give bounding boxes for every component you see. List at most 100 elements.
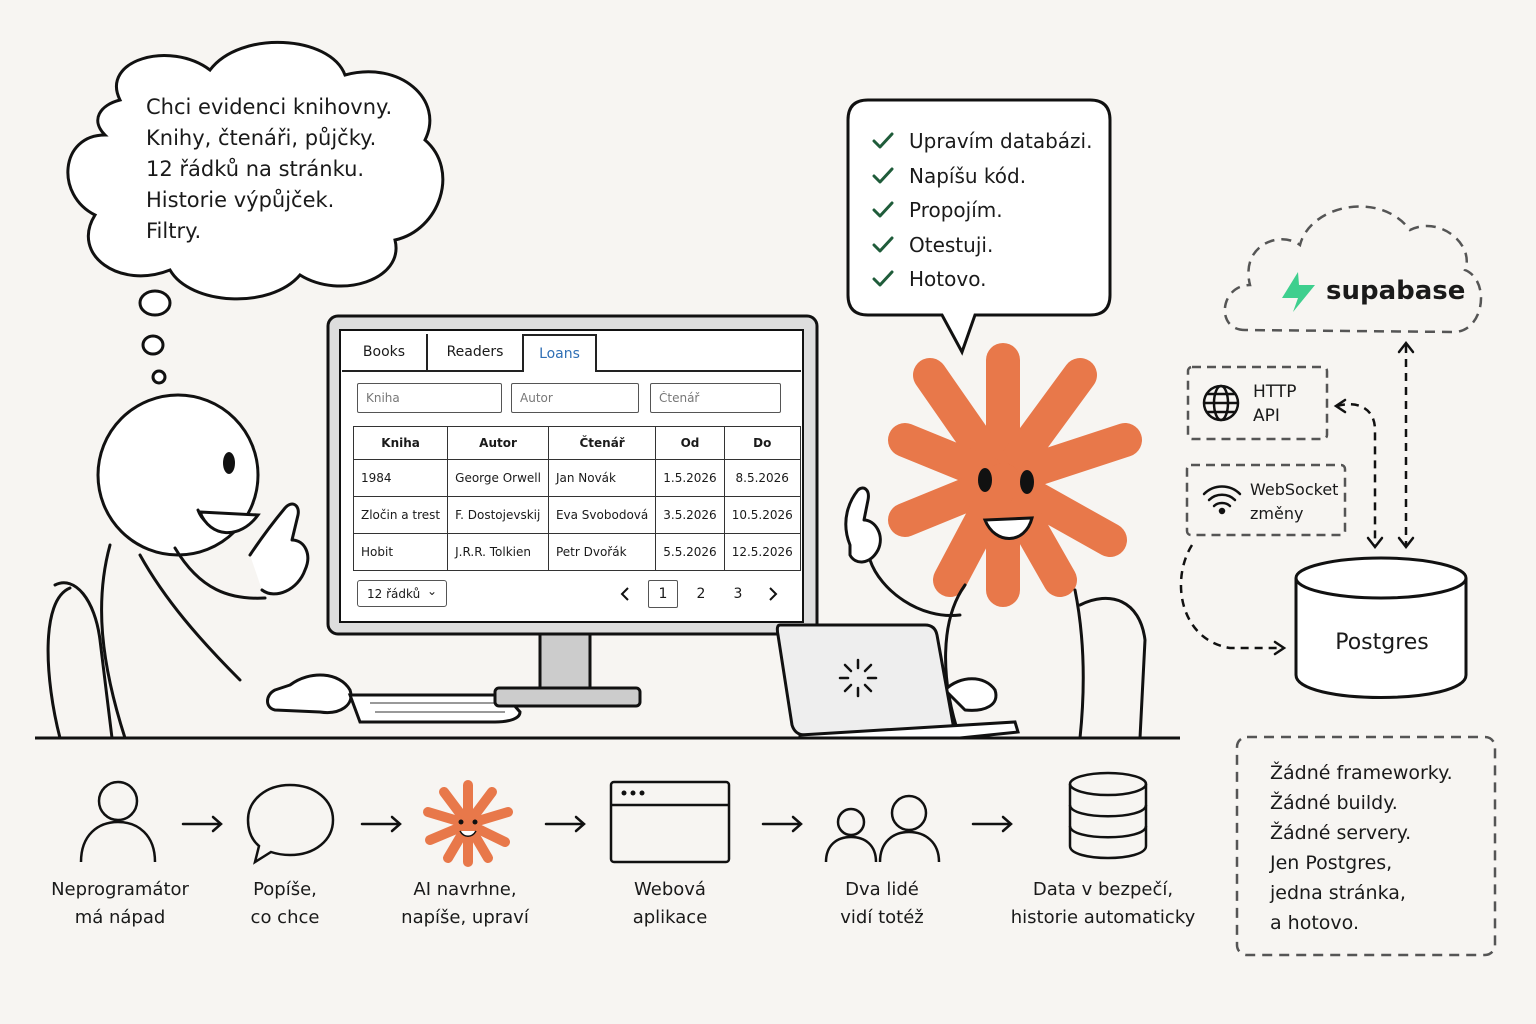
websocket-line: WebSocket <box>1250 480 1339 499</box>
column-header[interactable]: Do <box>723 426 801 460</box>
checklist-item: Otestuji. <box>872 228 1092 263</box>
thought-line: Knihy, čtenáři, půjčky. <box>146 126 377 150</box>
table-header-row: Kniha Autor Čtenář Od Do <box>352 426 801 460</box>
http-api-box <box>1186 365 1329 441</box>
table-cell: 1984 <box>352 459 449 497</box>
chevron-right-icon <box>769 587 778 601</box>
table-cell: 8.5.2026 <box>723 459 801 497</box>
chevron-down-icon: ⌄ <box>426 584 437 598</box>
page-button-1[interactable]: 1 <box>648 580 678 608</box>
browser-window-icon <box>609 780 731 864</box>
table-cell: F. Dostojevskij <box>447 496 549 534</box>
checklist: Upravím databázi. Napíšu kód. Propojím. … <box>872 124 1092 297</box>
laptop <box>775 623 1020 740</box>
person-left <box>46 393 353 740</box>
tab-loans[interactable]: Loans <box>522 334 597 372</box>
checklist-label: Otestuji. <box>909 232 994 257</box>
checklist-item: Napíšu kód. <box>872 159 1092 194</box>
tab-books[interactable]: Books <box>342 334 428 370</box>
page-size-select[interactable]: 12 řádků ⌄ <box>357 580 447 607</box>
http-line: HTTP <box>1253 382 1297 402</box>
postgres-cylinder <box>1294 556 1468 699</box>
filter-reader-input[interactable] <box>650 383 781 413</box>
tab-readers[interactable]: Readers <box>428 334 524 370</box>
checklist-item: Propojím. <box>872 193 1092 228</box>
flow-step-caption: Popíše, co chce <box>215 876 355 932</box>
thought-dot-large <box>138 289 172 317</box>
thought-line: 12 řádků na stránku. <box>146 157 365 181</box>
checklist-label: Propojím. <box>909 198 1003 222</box>
connectors <box>1179 345 1408 650</box>
checklist-label: Upravím databázi. <box>909 129 1093 153</box>
note-line: Žádné servery. <box>1270 822 1412 844</box>
check-icon <box>872 132 894 149</box>
caption-line: Neprogramátor <box>51 879 189 900</box>
table-cell: Eva Svobodová <box>547 496 657 534</box>
check-icon <box>872 270 894 287</box>
column-header[interactable]: Kniha <box>352 426 449 460</box>
checklist-item: Hotovo. <box>872 262 1092 297</box>
ai-star-icon <box>423 780 513 867</box>
flow-arrows <box>181 815 1013 833</box>
wifi-icon <box>1202 485 1242 515</box>
checklist-label: Hotovo. <box>909 267 987 291</box>
caption-line: Popíše, <box>253 879 317 900</box>
checklist-label: Napíšu kód. <box>909 163 1027 188</box>
note-line: Jen Postgres, <box>1270 852 1393 874</box>
prev-page-button[interactable] <box>615 580 635 608</box>
http-api-label: HTTP API <box>1253 380 1297 428</box>
caption-line: Dva lidé <box>845 879 919 900</box>
caption-line: má nápad <box>74 907 166 928</box>
notes-text: Žádné frameworky. Žádné buildy. Žádné se… <box>1270 758 1453 938</box>
supabase-logo-icon <box>1282 272 1315 312</box>
thought-bubble-text: Chci evidenci knihovny. Knihy, čtenáři, … <box>146 92 416 247</box>
table-cell: Hobit <box>352 533 449 571</box>
postgres-label: Postgres <box>1335 630 1429 655</box>
table-cell: 1.5.2026 <box>655 459 725 497</box>
caption-line: napíše, upraví <box>401 907 529 928</box>
filter-book-input[interactable] <box>357 383 502 413</box>
websocket-line: změny <box>1250 504 1304 523</box>
check-icon <box>872 167 894 184</box>
note-line: Žádné buildy. <box>1270 792 1398 814</box>
caption-line: Data v bezpečí, <box>1032 879 1174 900</box>
supabase-cloud <box>1223 205 1483 334</box>
page-button-3[interactable]: 3 <box>733 586 743 602</box>
note-line: Žádné frameworky. <box>1270 762 1453 784</box>
websocket-box <box>1185 463 1347 537</box>
flow-step-caption: Data v bezpečí, historie automaticky <box>1003 876 1203 932</box>
table-cell: George Orwell <box>447 459 549 497</box>
column-header[interactable]: Od <box>655 426 725 460</box>
thought-line: Filtry. <box>146 219 202 243</box>
chevron-left-icon <box>620 587 629 601</box>
supabase-label: supabase <box>1326 276 1466 306</box>
flow-step-caption: Dva lidé vidí totéž <box>812 876 952 932</box>
two-people-icon <box>824 794 941 863</box>
notes-box <box>1235 735 1497 957</box>
thought-dot-small <box>151 369 167 385</box>
table-row[interactable]: 1984 George Orwell Jan Novák 1.5.2026 8.… <box>352 459 801 497</box>
caption-line: Webová <box>634 879 706 900</box>
caption-line: aplikace <box>632 907 708 928</box>
flow-step-caption: AI navrhne, napíše, upraví <box>390 876 540 932</box>
caption-line: historie automaticky <box>1010 907 1196 928</box>
table-row[interactable]: Zločin a trest F. Dostojevskij Eva Svobo… <box>352 496 801 534</box>
filter-author-input[interactable] <box>511 383 639 413</box>
table-cell: Jan Novák <box>547 459 657 497</box>
check-icon <box>872 201 894 218</box>
table-row[interactable]: Hobit J.R.R. Tolkien Petr Dvořák 5.5.202… <box>352 533 801 571</box>
table-cell: 5.5.2026 <box>655 533 725 571</box>
table-cell: J.R.R. Tolkien <box>447 533 549 571</box>
flow-step-caption: Neprogramátor má nápad <box>40 876 200 932</box>
caption-line: co chce <box>250 907 320 928</box>
note-line: jedna stránka, <box>1270 882 1406 904</box>
thought-line: Historie výpůjček. <box>146 188 335 212</box>
column-header[interactable]: Autor <box>447 426 549 460</box>
speech-bubble-icon <box>246 783 335 865</box>
database-icon <box>1068 771 1148 860</box>
next-page-button[interactable] <box>763 580 783 608</box>
keyboard <box>347 693 522 724</box>
ai-character <box>844 343 1147 740</box>
column-header[interactable]: Čtenář <box>547 426 657 460</box>
page-button-2[interactable]: 2 <box>696 586 706 602</box>
